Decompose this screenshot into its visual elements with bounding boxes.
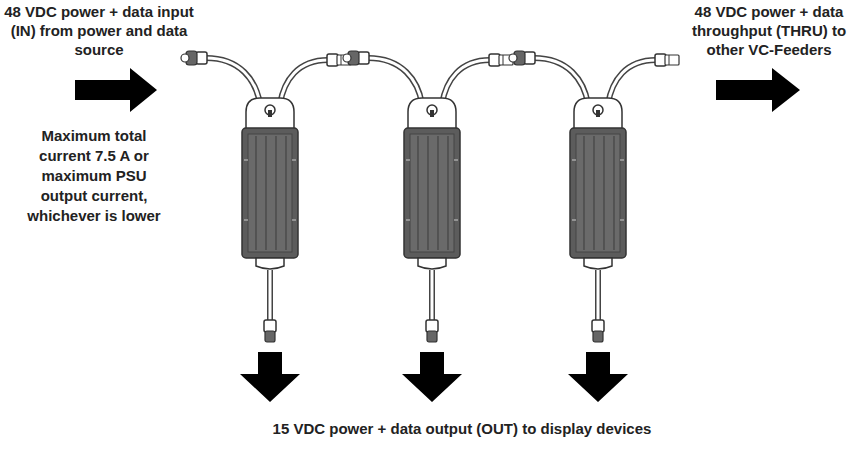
current-limit-note: Maximum total current 7.5 A or maximum P…	[18, 126, 170, 226]
throughput-note: 48 VDC power + data throughput (THRU) to…	[674, 2, 864, 59]
output-note: 15 VDC power + data output (OUT) to disp…	[162, 419, 762, 438]
input-note: 48 VDC power + data input (IN) from powe…	[4, 2, 194, 59]
